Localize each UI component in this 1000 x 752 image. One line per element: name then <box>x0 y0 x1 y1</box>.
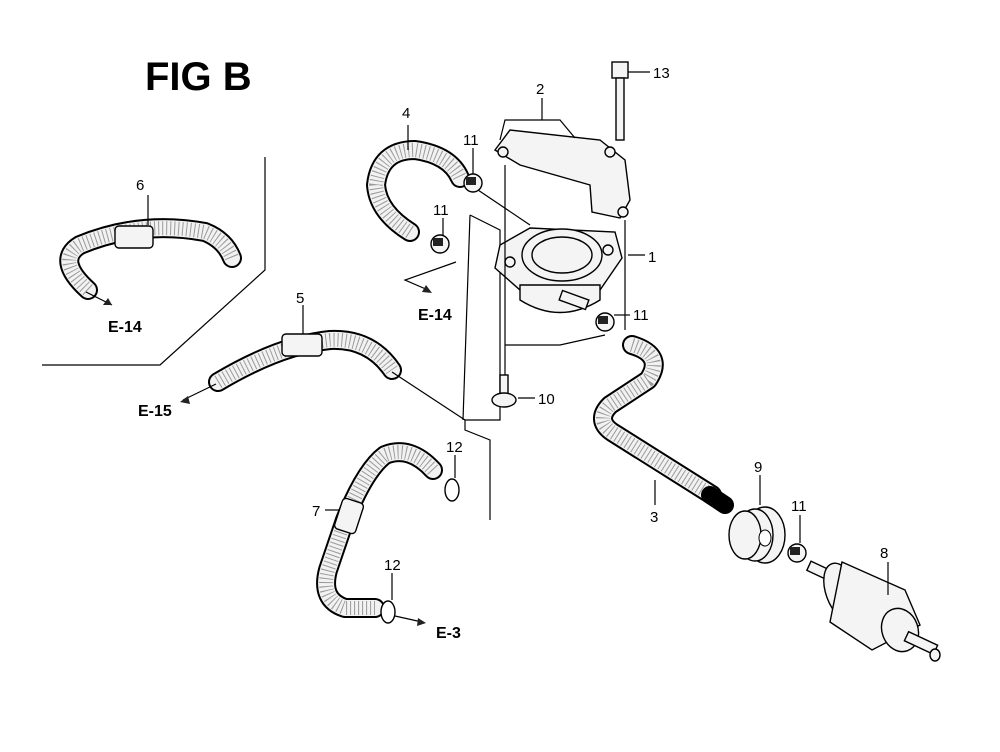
callout-4: 4 <box>402 105 410 122</box>
ref-e14-mid: E-14 <box>418 307 452 324</box>
callout-6: 6 <box>136 177 144 194</box>
ref-e15: E-15 <box>138 403 172 420</box>
callout-11-mid: 11 <box>433 202 449 219</box>
ref-e3: E-3 <box>436 625 461 642</box>
callout-2: 2 <box>536 81 544 98</box>
ref-e14-left: E-14 <box>108 319 142 336</box>
bolt-13 <box>611 61 629 141</box>
bolt-10 <box>491 374 517 408</box>
arrow-e15 <box>180 383 217 404</box>
arrow-e14-mid <box>403 261 457 293</box>
damper-9 <box>728 506 786 564</box>
clamp-11b <box>430 234 450 254</box>
callout-5: 5 <box>296 290 304 307</box>
hose-7 <box>316 442 443 618</box>
callout-9: 9 <box>754 459 762 476</box>
callout-10: 10 <box>538 391 555 408</box>
bracket-2 <box>493 129 631 219</box>
hose-6 <box>59 218 242 300</box>
clamp-11c <box>595 312 615 332</box>
arrow-e3 <box>394 615 426 626</box>
arrow-e14-left <box>85 291 113 306</box>
hose-5 <box>208 329 402 392</box>
clamp-11a <box>463 173 483 193</box>
fuel-pump-1 <box>494 227 623 314</box>
ring-12-upper <box>444 478 460 502</box>
ring-12-lower <box>380 600 396 624</box>
callout-12-lower: 12 <box>384 557 401 574</box>
callout-3: 3 <box>650 509 658 526</box>
hose-3 <box>593 335 734 514</box>
callout-11-pump: 11 <box>633 307 649 324</box>
hose-4 <box>366 140 470 242</box>
callout-11-upper: 11 <box>463 132 479 149</box>
clamp-11d <box>787 543 807 563</box>
figure-title: FIG B <box>145 55 252 99</box>
callout-7: 7 <box>312 503 320 520</box>
callout-12-upper: 12 <box>446 439 463 456</box>
callout-11-filter: 11 <box>791 498 807 515</box>
leader-lines <box>477 165 626 390</box>
callout-13: 13 <box>653 65 670 82</box>
callout-8: 8 <box>880 545 888 562</box>
fuel-filter-8 <box>805 560 941 662</box>
callout-1: 1 <box>648 249 656 266</box>
